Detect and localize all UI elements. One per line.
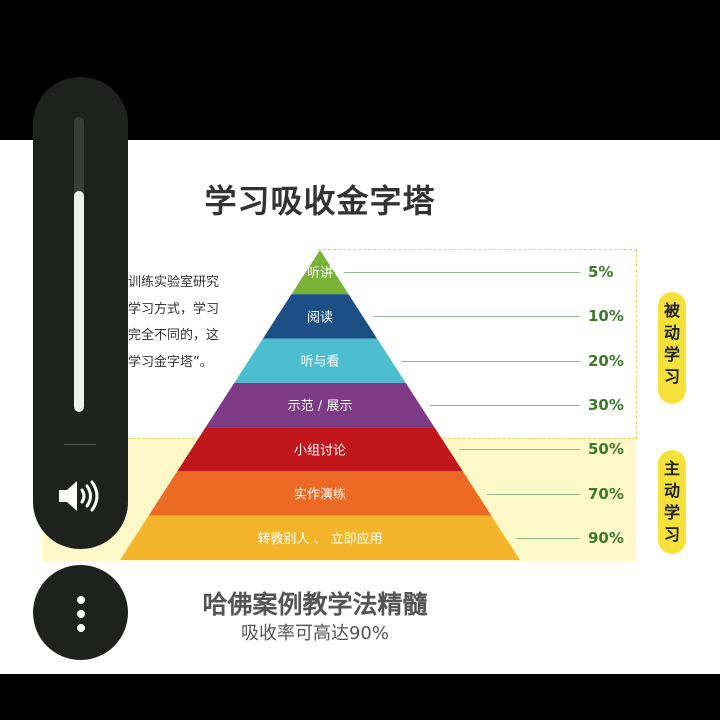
retention-rate: 10% [588, 307, 624, 326]
rate-leader-line [344, 272, 580, 274]
rate-leader-line [487, 493, 580, 495]
intro-line: 训练实验室研究 [128, 275, 220, 290]
volume-slider-fill [74, 190, 84, 412]
more-vertical-icon [76, 610, 85, 618]
pyramid-level-label: 小组讨论 [294, 443, 346, 458]
active-learning-tag: 主动学习 [658, 450, 686, 554]
rate-leader-line [401, 360, 580, 362]
pyramid-level [262, 294, 378, 339]
rate-leader-line [372, 316, 580, 318]
pyramid-level-label: 转教别人 、 立即应用 [257, 531, 382, 547]
pyramid-level-label: 听与看 [300, 354, 339, 370]
retention-rate: 20% [588, 351, 624, 370]
volume-slider[interactable] [74, 117, 84, 412]
pyramid-level [205, 382, 435, 428]
more-vertical-icon [76, 624, 85, 632]
pyramid-level-label: 阅读 [307, 310, 333, 325]
speaker-icon[interactable] [57, 478, 103, 514]
retention-rate: 50% [588, 440, 624, 459]
passive-learning-tag: 被动学习 [658, 292, 686, 404]
intro-line: 完全不同的，这 [128, 328, 220, 343]
pyramid-level [148, 471, 492, 516]
more-options-button[interactable] [33, 565, 128, 660]
intro-line: 学习方式，学习 [128, 301, 220, 317]
pyramid-level [177, 427, 463, 472]
rate-leader-line [458, 449, 580, 451]
intro-line: 学习金字塔”。 [128, 354, 213, 370]
retention-rate: 5% [588, 263, 614, 282]
pyramid-level [291, 250, 349, 295]
retention-rate: 90% [588, 528, 624, 547]
pyramid-level [234, 338, 406, 383]
pyramid-level-label: 示范 / 展示 [288, 399, 353, 414]
volume-divider [64, 444, 96, 445]
more-vertical-icon [76, 596, 85, 604]
rate-leader-line [430, 405, 580, 406]
pyramid-level-label: 实作演练 [294, 487, 346, 503]
pyramid-level-label: 听讲 [307, 266, 333, 281]
pyramid-level [120, 515, 520, 560]
passive-learning-zone [318, 249, 637, 439]
footer-title: 哈佛案例教学法精髓 [202, 590, 428, 619]
rate-leader-line [515, 537, 580, 539]
footer-subtitle: 吸收率可高达90% [240, 623, 389, 644]
intro-text: 训练实验室研究 学习方式，学习 完全不同的，这 学习金字塔”。 [128, 270, 238, 376]
infographic-title: 学习吸收金字塔 [204, 182, 436, 220]
retention-rate: 30% [588, 396, 624, 414]
retention-rate: 70% [588, 484, 624, 503]
